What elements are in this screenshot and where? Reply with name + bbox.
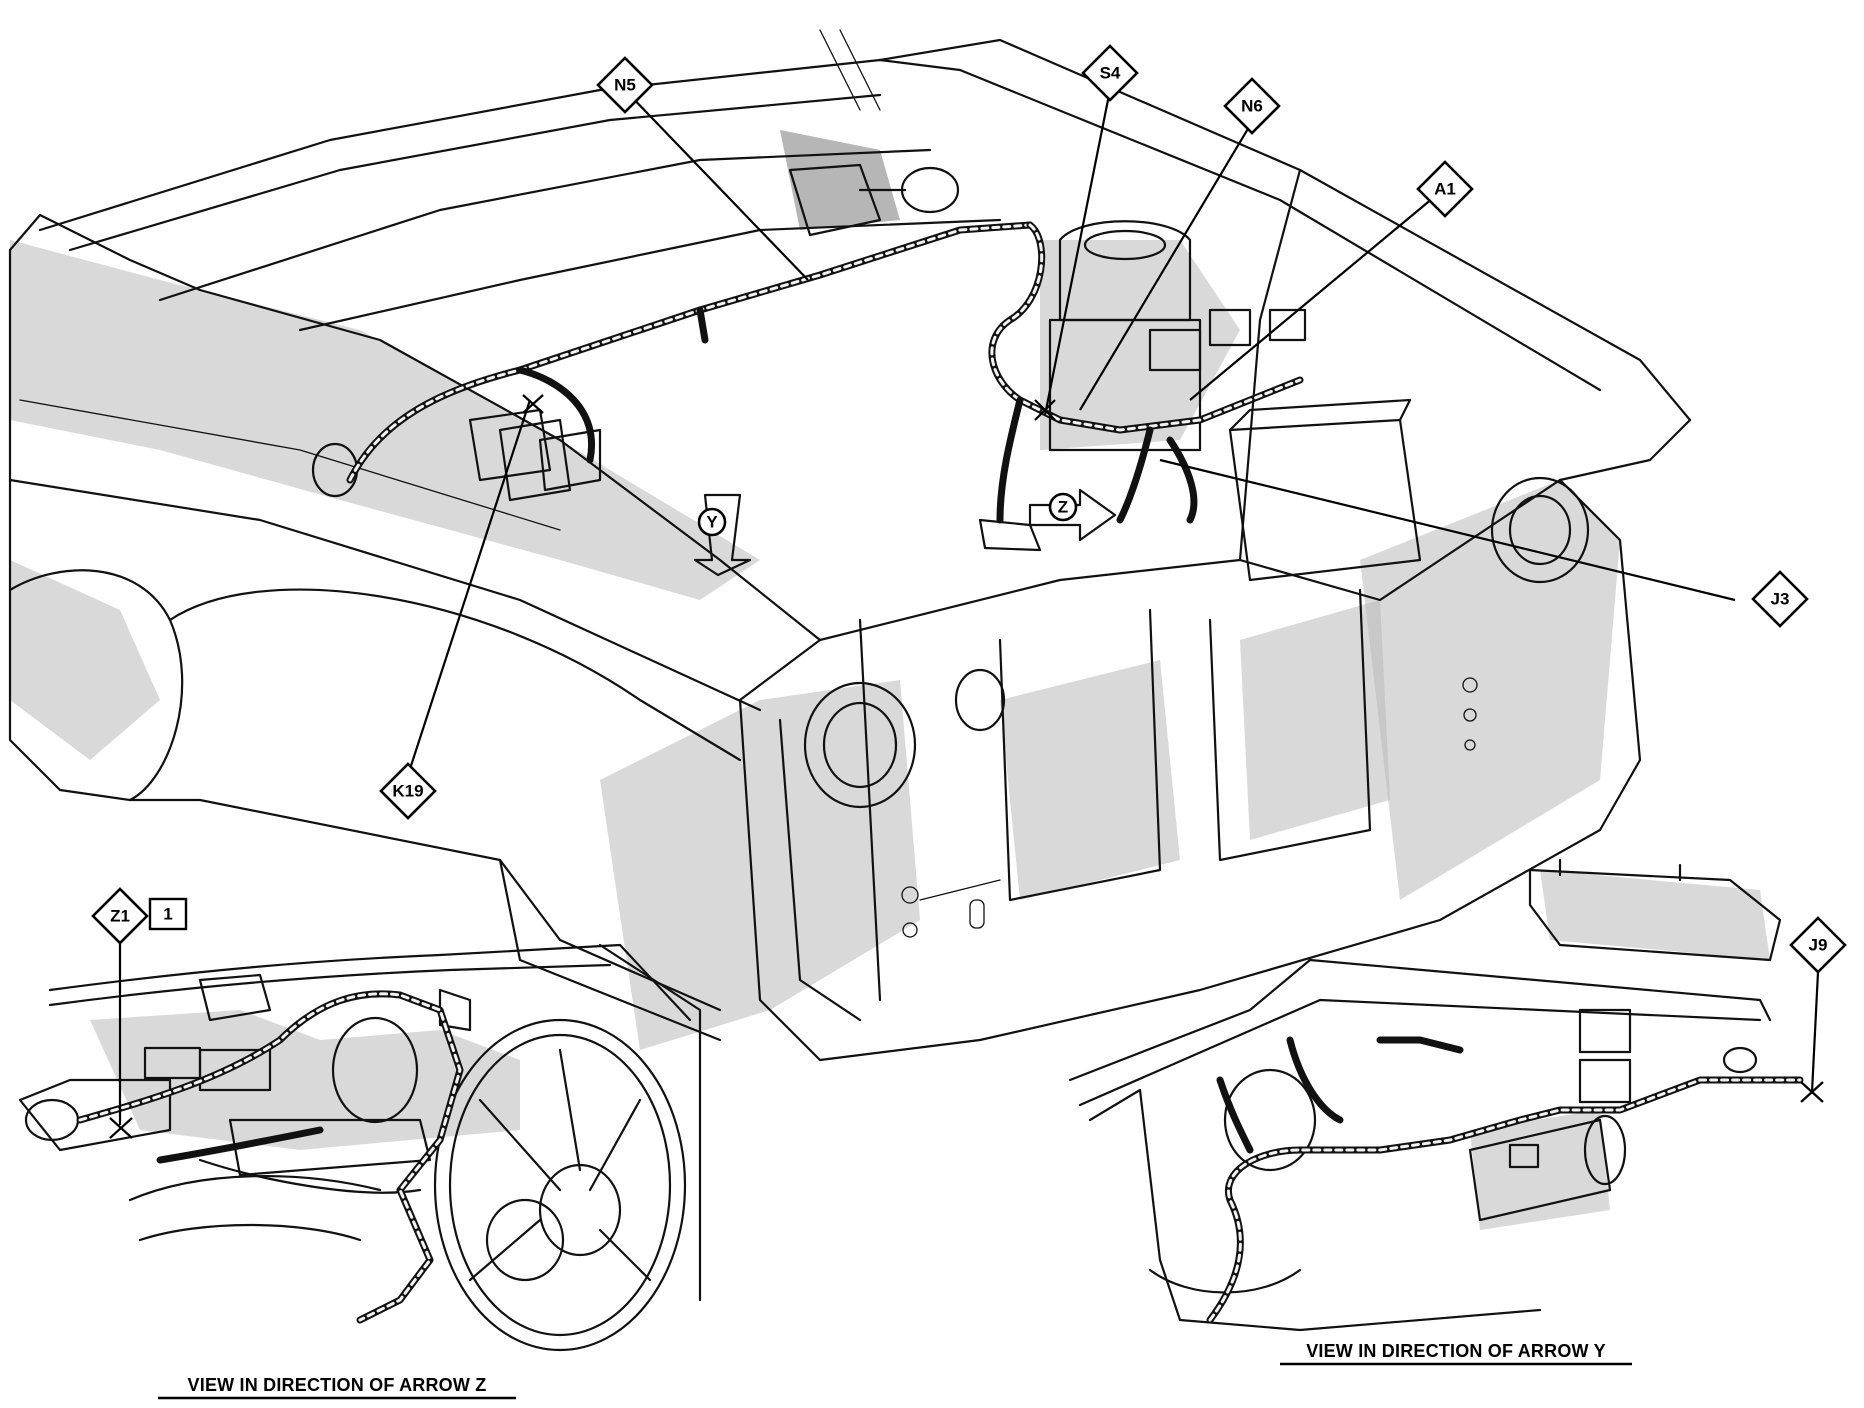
callout-k19: K19 <box>379 762 437 820</box>
main-wiring-harness <box>346 221 1304 524</box>
svg-text:VIEW IN DIRECTION OF ARROW Y: VIEW IN DIRECTION OF ARROW Y <box>1306 1341 1606 1361</box>
callout-n6: N6 <box>1223 77 1281 135</box>
svg-text:N5: N5 <box>614 76 636 95</box>
arrow-y-label: Y <box>706 513 718 532</box>
inset-view-z <box>18 943 702 1352</box>
callout-s4: S4 <box>1081 44 1139 102</box>
callout-n5: N5 <box>596 56 654 114</box>
callout-a1: A1 <box>1416 160 1474 218</box>
arrow-y: Y <box>693 493 752 577</box>
callout-j9: J9 <box>1789 916 1847 1103</box>
svg-text:N6: N6 <box>1241 97 1263 116</box>
engine-compartment-drawing <box>8 29 1692 1062</box>
sensor-connector <box>978 518 1042 552</box>
callout-z1-box-label: 1 <box>163 905 172 924</box>
svg-text:VIEW IN DIRECTION OF ARROW Z: VIEW IN DIRECTION OF ARROW Z <box>188 1375 487 1395</box>
svg-text:J9: J9 <box>1809 936 1828 955</box>
harness-splice-marks <box>522 394 1056 421</box>
inset-view-y <box>1068 858 1804 1332</box>
svg-text:Z1: Z1 <box>110 907 130 926</box>
svg-text:S4: S4 <box>1100 64 1121 83</box>
svg-text:J3: J3 <box>1771 590 1790 609</box>
caption-view-z: VIEW IN DIRECTION OF ARROW Z <box>158 1375 516 1400</box>
svg-text:K19: K19 <box>392 782 423 801</box>
callout-leaders <box>406 89 1736 776</box>
callout-z1: Z1 1 <box>91 887 188 1139</box>
arrow-z: Z <box>1028 488 1117 542</box>
arrow-z-label: Z <box>1058 498 1068 517</box>
svg-text:A1: A1 <box>1434 180 1456 199</box>
caption-view-y: VIEW IN DIRECTION OF ARROW Y <box>1280 1341 1632 1366</box>
callout-j3: J3 <box>1751 570 1809 628</box>
